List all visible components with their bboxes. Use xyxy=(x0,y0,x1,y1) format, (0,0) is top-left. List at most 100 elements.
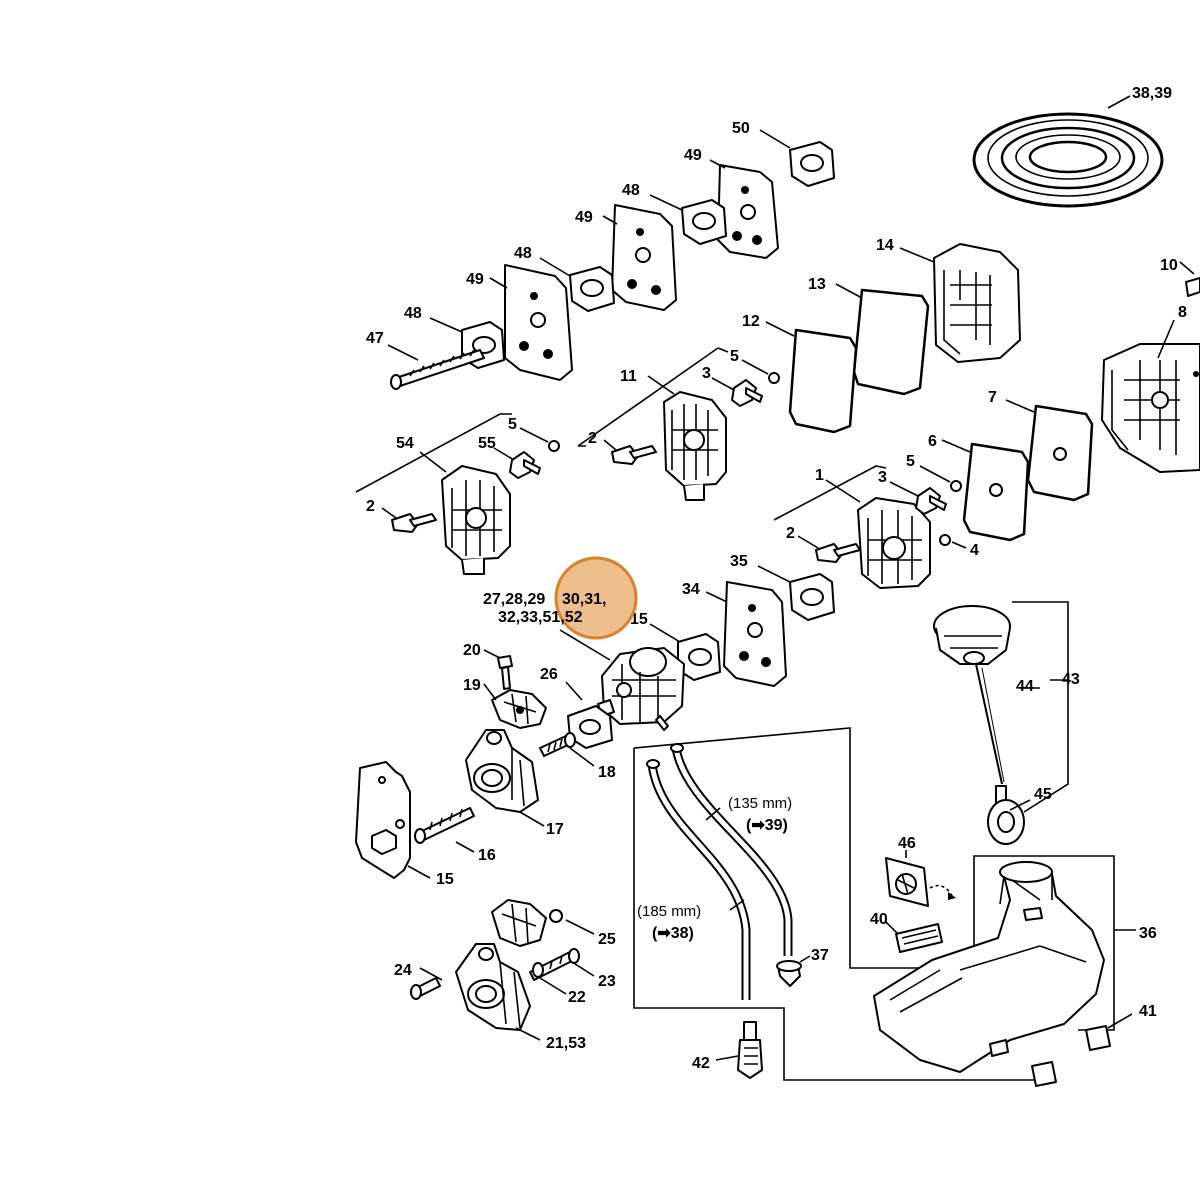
callout-54: 54 xyxy=(396,435,414,452)
filter-7 xyxy=(1005,399,1094,502)
callout-5-c: 5 xyxy=(906,453,915,470)
fuel-tank-36 xyxy=(873,861,1136,1073)
callout-6: 6 xyxy=(928,433,937,450)
leader-45 xyxy=(1009,799,1031,811)
callout-34: 34 xyxy=(682,581,700,598)
callout-42: 42 xyxy=(692,1055,710,1072)
bracket-54 xyxy=(355,413,512,493)
callout-49-b: 49 xyxy=(575,209,593,226)
callout-17: 17 xyxy=(546,821,564,838)
callout-15-b: 15 xyxy=(630,611,648,628)
callout-11: 11 xyxy=(620,368,637,385)
callout-35: 35 xyxy=(730,553,748,570)
clip-3a xyxy=(711,377,763,407)
callout-1: 1 xyxy=(815,467,824,484)
callout-48-a: 48 xyxy=(622,182,640,199)
leader-185 xyxy=(729,899,745,911)
callout-27-line1-b: 30,31, xyxy=(562,591,606,608)
lever-2b xyxy=(381,507,437,533)
callout-10: 10 xyxy=(1160,257,1178,274)
callout-50: 50 xyxy=(732,120,750,137)
flange-21 xyxy=(455,943,541,1041)
label-185mm: (185 mm) xyxy=(637,903,701,920)
clip-3b xyxy=(889,481,947,515)
primer-bulb xyxy=(933,605,1025,845)
nut-5c xyxy=(919,465,962,492)
callout-7: 7 xyxy=(988,389,997,406)
highlight-marker xyxy=(554,556,638,640)
callout-4: 4 xyxy=(970,542,979,559)
callout-2-c: 2 xyxy=(786,525,795,542)
fuel-line-coil xyxy=(972,95,1164,208)
long-screw-47 xyxy=(387,344,485,390)
callout-46: 46 xyxy=(898,835,916,852)
callout-26: 26 xyxy=(540,666,558,683)
callout-14: 14 xyxy=(876,237,894,254)
callout-36: 36 xyxy=(1139,925,1157,942)
bracket-43 xyxy=(1012,601,1069,813)
callout-15: 15 xyxy=(436,871,454,888)
foot-41 xyxy=(1031,1013,1133,1087)
callout-16: 16 xyxy=(478,847,496,864)
callout-3-a: 3 xyxy=(702,365,711,382)
screw-16 xyxy=(414,807,475,853)
gasket-35 xyxy=(757,565,835,621)
callout-41: 41 xyxy=(1139,1003,1157,1020)
fuel-filter-42 xyxy=(715,1021,763,1079)
label-ref-39: (➡39) xyxy=(746,817,788,834)
callout-23: 23 xyxy=(598,973,616,990)
lever-2c xyxy=(797,535,861,563)
callout-22: 22 xyxy=(568,989,586,1006)
label-135mm: (135 mm) xyxy=(728,795,792,812)
callout-49-c: 49 xyxy=(466,271,484,288)
cover-clip-10 xyxy=(1179,261,1200,297)
callout-45: 45 xyxy=(1034,786,1052,803)
warning-label-46 xyxy=(885,850,956,907)
fuel-line-long xyxy=(646,759,751,1000)
callout-2-b: 2 xyxy=(366,498,375,515)
filter-6 xyxy=(941,439,1030,542)
callout-18: 18 xyxy=(598,764,616,781)
callout-47: 47 xyxy=(366,330,384,347)
bracket-1 xyxy=(773,465,887,521)
callout-5-b: 5 xyxy=(508,416,517,433)
callout-49-a: 49 xyxy=(684,147,702,164)
bracket-25-assembly xyxy=(491,899,595,947)
clip-55 xyxy=(493,447,541,479)
callout-40: 40 xyxy=(870,911,888,928)
gasket-top xyxy=(759,129,835,187)
callout-44: 44 xyxy=(1016,678,1034,695)
callout-27-line1-a: 27,28,29 xyxy=(483,591,545,608)
gasket-low xyxy=(539,257,615,312)
grommet-37 xyxy=(776,955,811,987)
screw-18 xyxy=(539,732,595,767)
callout-21-53: 21,53 xyxy=(546,1035,586,1052)
callout-12: 12 xyxy=(742,313,760,330)
filter-element-12 xyxy=(765,321,858,434)
screw-24 xyxy=(410,967,443,1000)
spacer-plate-top xyxy=(709,159,779,259)
label-ref-38: (➡38) xyxy=(652,925,694,942)
callout-20: 20 xyxy=(463,642,481,659)
spacer-plate-low xyxy=(489,264,573,381)
filter-cover-14 xyxy=(899,243,1021,363)
shroud-8 xyxy=(1101,319,1200,473)
callout-8: 8 xyxy=(1178,304,1187,321)
callout-13: 13 xyxy=(808,276,826,293)
intake-box-11 xyxy=(647,375,727,501)
intake-box-54 xyxy=(419,451,511,575)
fuel-line-frame xyxy=(633,727,1115,1081)
spacer-plate-mid xyxy=(602,204,677,311)
callout-48-c: 48 xyxy=(404,305,422,322)
callout-48-b: 48 xyxy=(514,245,532,262)
gasket-15 xyxy=(355,761,431,879)
screw-20 xyxy=(483,649,513,690)
lever-2a xyxy=(603,439,657,465)
callout-27-line2: 32,33,51,52 xyxy=(498,609,583,626)
leader-135 xyxy=(705,807,721,821)
intake-box-1 xyxy=(825,479,931,589)
callout-24: 24 xyxy=(394,962,412,979)
fuel-line-short xyxy=(670,743,793,956)
flange-17 xyxy=(465,729,545,827)
bracket-19 xyxy=(483,683,547,729)
